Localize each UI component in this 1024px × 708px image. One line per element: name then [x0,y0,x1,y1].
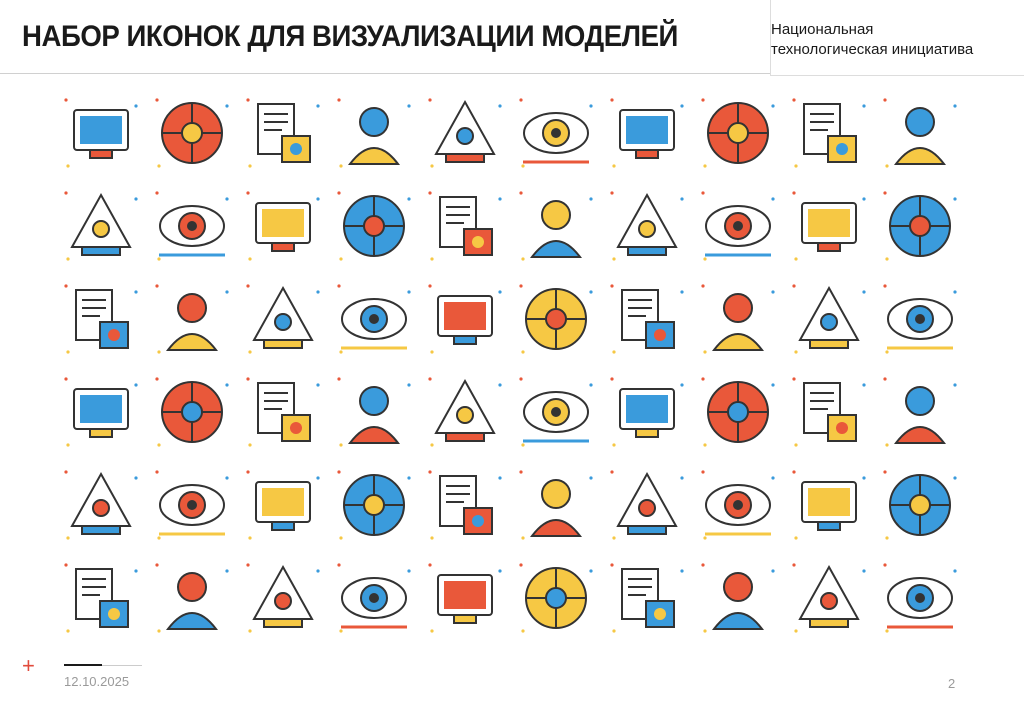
golf-cart-icon [333,278,415,360]
slide-date: 12.10.2025 [64,674,130,689]
tablet-pen-icon [424,185,506,267]
brand-line-1: Национальная [771,21,874,38]
security-laptop-icon [60,278,142,360]
science-mind-icon [879,557,961,639]
brand-name: Национальная технологическая инициатива [771,20,973,60]
mobile-design-icon [60,185,142,267]
pen-tool-monitor-icon [151,185,233,267]
running-shoe-icon [333,92,415,174]
page-title: НАБОР ИКОНОК ДЛЯ ВИЗУАЛИЗАЦИИ МОДЕЛЕЙ [22,20,678,53]
footer-divider-light [102,665,142,666]
brain-icon [151,278,233,360]
eye-vision-icon [788,185,870,267]
athletes-podium-icon [242,92,324,174]
idea-tree-icon [151,371,233,453]
gaming-laptop-icon [788,92,870,174]
title-divider [0,73,770,74]
atom-head-icon [606,557,688,639]
page-number: 2 [948,676,956,691]
venn-diagram-icon [60,557,142,639]
settings-lock-icon [515,278,597,360]
bodybuilder-icon [788,557,870,639]
rugby-ball-icon [606,185,688,267]
medical-scan-icon [697,464,779,546]
certificate-icon [424,371,506,453]
office-briefcase-icon [879,278,961,360]
notepad-pencil-icon [424,557,506,639]
torch-relay-icon [424,92,506,174]
stopwatch-icon [697,557,779,639]
tennis-ball-icon [788,464,870,546]
shuttlecock-icon [242,185,324,267]
goal-person-icon [515,371,597,453]
abc-board-icon [242,464,324,546]
footer-divider [64,664,102,666]
chemistry-lab-icon [424,278,506,360]
donut-chart-icon [60,371,142,453]
eye-target-icon [151,557,233,639]
mail-lock-icon [879,185,961,267]
tablet-drawing-icon [697,371,779,453]
basketball-icon [606,92,688,174]
museum-icon [151,464,233,546]
email-marketing-icon [333,371,415,453]
volleyball-icon [879,464,961,546]
target-eye-icon [333,464,415,546]
justice-scales-icon [424,464,506,546]
brand-line-2: технологическая инициатива [771,41,974,58]
web-design-icon [697,185,779,267]
design-supplies-icon [697,278,779,360]
ball-hands-icon [515,185,597,267]
icon-grid [60,92,970,652]
soccer-ball-icon [242,278,324,360]
documents-pin-icon [515,92,597,174]
plus-icon: + [22,653,35,678]
sports-jersey-icon [879,92,961,174]
creative-bulb-icon [879,371,961,453]
magnet-head-icon [606,464,688,546]
settings-laptop-icon [333,185,415,267]
design-tools-icon [151,92,233,174]
ear-listening-icon [60,464,142,546]
search-documents-icon [788,278,870,360]
boxing-gloves-icon [333,557,415,639]
football-helmet-icon [697,92,779,174]
cd-disc-icon [606,278,688,360]
raised-fist-icon [515,557,597,639]
news-media-icon [242,371,324,453]
smiley-mug-icon [788,371,870,453]
fountain-pen-icon [242,557,324,639]
strong-mind-icon [515,464,597,546]
pencil-creativity-icon [606,371,688,453]
brand-block: Национальная технологическая инициатива [770,0,1024,76]
skyscrapers-hand-icon [60,92,142,174]
